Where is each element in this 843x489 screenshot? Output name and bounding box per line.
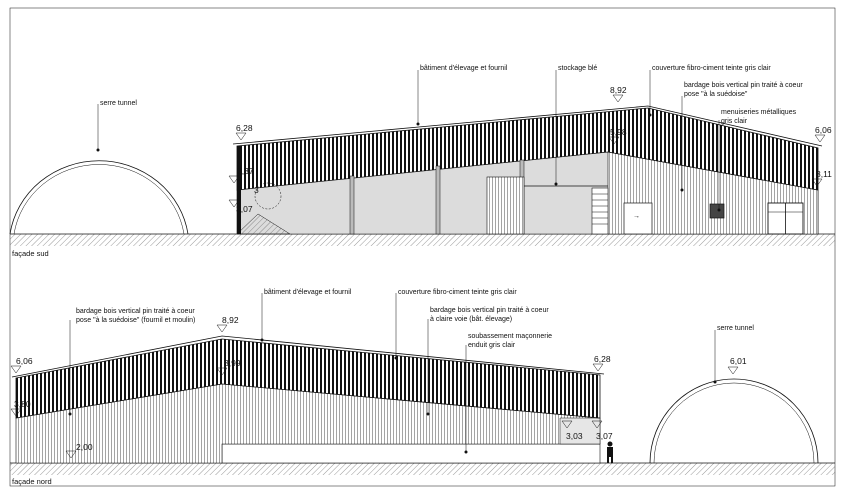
level-left-floor: 3,07 [236, 204, 253, 214]
north-roof [15, 338, 601, 419]
level-right-eave: 6,28 [594, 354, 611, 364]
door [623, 202, 653, 235]
stair [591, 187, 609, 235]
svg-text:→: → [633, 213, 640, 220]
window [709, 203, 725, 219]
south-elevation: → serre tunnel bâtiment d'élevage et fou… [9, 65, 835, 258]
label-roofing: couverture fibro-ciment teinte gris clai… [652, 65, 771, 72]
level-right-floor: 3,07 [596, 431, 613, 441]
level-right-eave: 6,06 [815, 125, 832, 135]
label-greenhouse: serre tunnel [717, 325, 754, 332]
label-cladding-left-2: pose "à la suédoise" (fournil et moulin) [76, 317, 195, 324]
label-cladding-left: bardage bois vertical pin traité à coeur [76, 308, 195, 315]
label-cladding-mid-2: à claire voie (bât. élevage) [430, 316, 512, 323]
post [349, 175, 355, 235]
level-left-eave: 6,28 [236, 123, 253, 133]
level-ground: 2,00 [76, 442, 93, 452]
level-left-low: 3,37 [237, 166, 254, 176]
level-right-low: 3,03 [566, 431, 583, 441]
level-ridge: 8,92 [610, 85, 627, 95]
label-base: soubassement maçonnerie [468, 333, 552, 340]
level-slope: 3 [254, 185, 259, 195]
level-left-eave: 6,06 [16, 356, 33, 366]
north-base [221, 443, 601, 464]
wheat-storage [486, 176, 525, 235]
level-right-low: 3,11 [816, 169, 832, 179]
level-mid: 3,99 [224, 358, 241, 368]
north-title: façade nord [12, 477, 52, 486]
label-building: bâtiment d'élevage et fournil [420, 65, 508, 72]
sheet-frame [9, 7, 836, 487]
post [435, 165, 441, 235]
label-cladding: bardage bois vertical pin traité à coeur [684, 82, 803, 89]
level-lean-to: 5,98 [610, 127, 627, 137]
ramp [236, 213, 291, 235]
label-cladding-mid: bardage bois vertical pin traité à coeur [430, 307, 549, 314]
level-greenhouse-top: 6,01 [730, 356, 747, 366]
human-figure-icon [607, 441, 613, 463]
label-greenhouse: serre tunnel [100, 100, 137, 107]
north-greenhouse-arch [649, 378, 819, 464]
label-base-2: enduit gris clair [468, 342, 516, 349]
south-title: façade sud [12, 249, 49, 258]
label-storage: stockage blé [558, 65, 597, 72]
label-roofing: couverture fibro-ciment teinte gris clai… [398, 289, 517, 296]
label-joinery: menuiseries métalliques [721, 109, 797, 116]
south-greenhouse-arch [9, 160, 189, 235]
north-ground-hatch [10, 463, 835, 475]
north-elevation: bardage bois vertical pin traité à coeur… [10, 289, 835, 486]
south-ground-hatch [10, 234, 835, 246]
label-building: bâtiment d'élevage et fournil [264, 289, 352, 296]
level-ridge: 8,92 [222, 315, 239, 325]
label-joinery-2: gris clair [721, 118, 748, 125]
label-cladding-2: pose "à la suédoise" [684, 91, 748, 98]
level-left-low: 3,80 [14, 399, 31, 409]
